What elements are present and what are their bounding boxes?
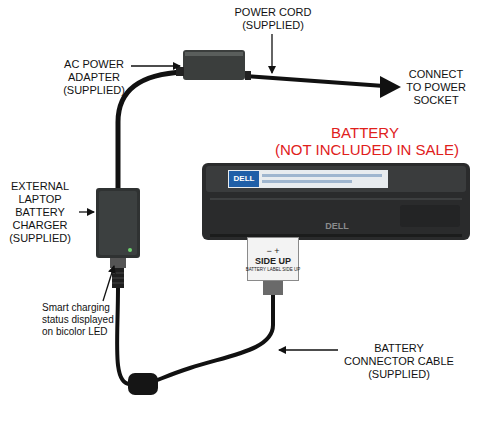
connector-housing [263,281,283,295]
leader-arrow [131,65,180,66]
warning-label: BATTERY [290,124,440,141]
dc-cable [118,72,184,188]
sticker-badge [229,171,259,187]
adapter-strain-relief [245,71,251,80]
connector-marking: BATTERY LABEL SIDE UP [246,267,301,273]
part-label: EXTERNAL LAPTOP BATTERY CHARGER (SUPPLIE… [3,180,77,245]
warning-label: (NOT INCLUDED IN SALE) [262,141,472,158]
orientation-text: SIDE UP [255,256,291,267]
connector-cable [145,295,273,384]
leader-arrow [79,211,94,212]
sticker-print [262,174,382,177]
charger-plug [110,258,126,268]
power-cord [245,76,384,86]
battery-ridge [210,198,462,200]
battery-contacts [400,205,460,227]
part-label: AC POWER ADAPTER (SUPPLIED) [58,58,130,97]
battery-top [206,166,466,192]
part-label: POWER CORD (SUPPLIED) [230,6,316,32]
plug-rib [112,278,124,279]
leader-arrow [279,349,338,350]
brand-logo: DELL [315,221,359,232]
leader-arrow [271,34,272,73]
battery-connector: − +SIDE UPBATTERY LABEL SIDE UP [247,237,299,281]
ferrite-bead [128,373,158,395]
charger-plug [112,268,124,288]
part-label: BATTERY CONNECTOR CABLE (SUPPLIED) [340,342,458,381]
charger-box [96,188,140,258]
plug-rib [112,283,124,284]
leader-arrow [103,266,114,301]
adapter-highlight [185,52,243,56]
sticker-print [262,180,352,183]
socket-arrow-head [380,76,401,98]
ac-adapter [183,50,245,80]
plug-rib [112,273,124,274]
charger-face [99,191,137,255]
battery-body [202,163,470,240]
brand-logo: DELL [229,174,259,184]
connector-cable [117,288,130,384]
battery-sticker [228,170,388,188]
note-label: Smart charging status displayed on bicol… [42,302,124,338]
connector-marking: − + [266,246,279,256]
adapter-strain-relief [176,67,184,76]
status-led [128,248,132,252]
part-label: CONNECT TO POWER SOCKET [405,68,467,107]
